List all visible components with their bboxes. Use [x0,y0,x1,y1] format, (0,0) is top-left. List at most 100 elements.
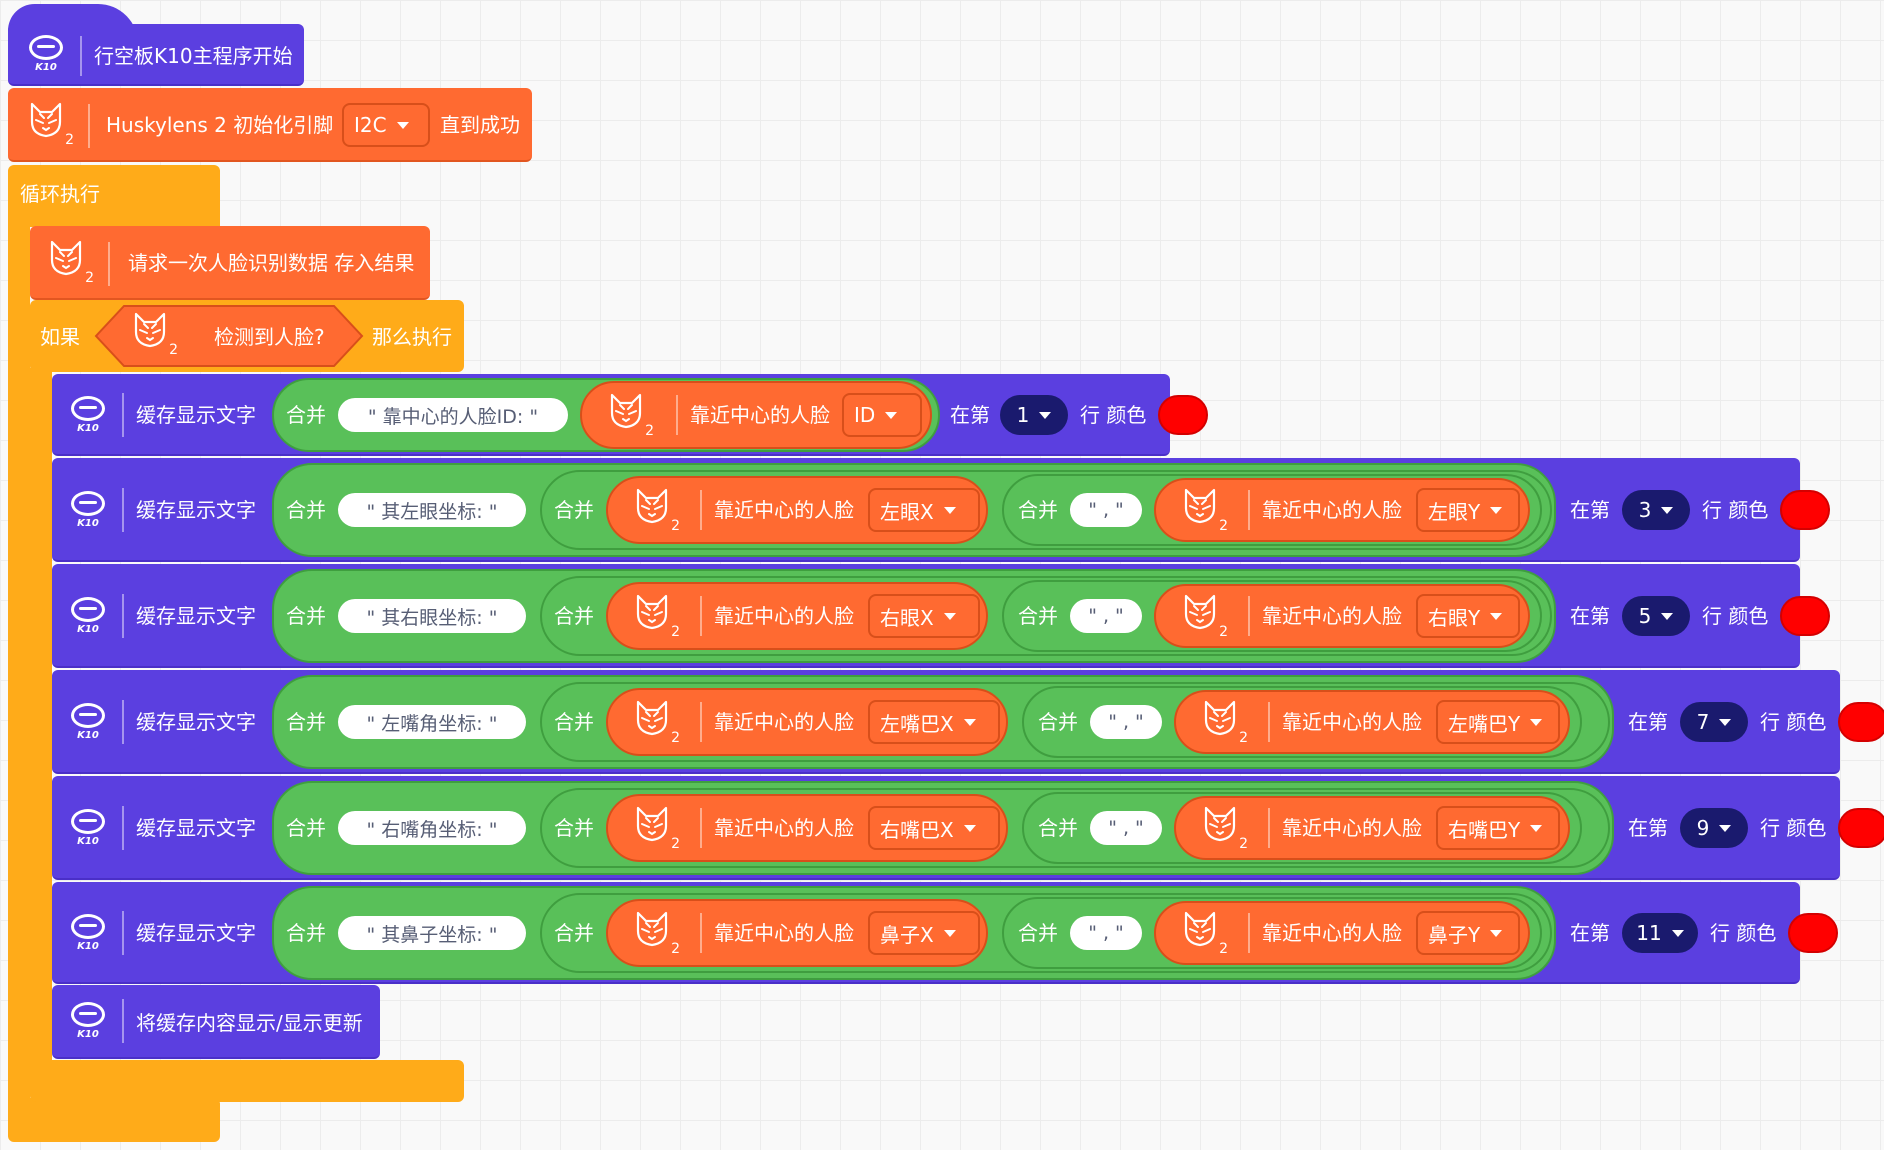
text-input[interactable]: " 靠中心的人脸ID: " [338,398,568,432]
then-label: 那么执行 [372,325,452,349]
comma-input[interactable]: " , " [1070,916,1142,950]
field-dropdown[interactable]: 左眼X [868,488,980,532]
nearest-face-label: 靠近中心的人脸 [714,498,854,522]
row-number-dropdown[interactable]: 11 [1622,913,1698,953]
separator [80,36,82,76]
loop-block[interactable] [8,165,220,227]
husky-cat-icon: 2 [606,391,654,439]
if-arm [30,368,52,1068]
field-dropdown[interactable]: 右嘴巴Y [1436,806,1560,850]
row-number-dropdown[interactable]: 5 [1622,596,1690,636]
display-text-label: 缓存显示文字 [136,816,256,840]
at-row-label: 在第 [1570,921,1610,945]
at-row-label: 在第 [950,403,990,427]
text-input[interactable]: " 左嘴角坐标: " [338,705,526,739]
husky-cat-icon: 2 [632,804,680,852]
k10-icon: K10 [66,806,110,850]
field-dropdown[interactable]: 左嘴巴Y [1436,700,1560,744]
k10-icon: K10 [66,594,110,638]
husky-init-block[interactable] [8,88,532,162]
merge-label: 合并 [286,816,326,840]
merge-label: 合并 [554,498,594,522]
text-input[interactable]: " 右嘴角坐标: " [338,811,526,845]
separator [1248,913,1250,953]
separator [122,488,124,532]
k10-icon: K10 [66,911,110,955]
comma-input[interactable]: " , " [1070,493,1142,527]
row-number-dropdown[interactable]: 7 [1680,702,1748,742]
comma-input[interactable]: " , " [1070,599,1142,633]
field-dropdown[interactable]: 右眼X [868,594,980,638]
nearest-face-reporter[interactable] [606,582,988,650]
separator [1268,702,1270,742]
separator [122,594,124,638]
row-color-label: 行 颜色 [1760,710,1827,734]
husky-init-label: Huskylens 2 初始化引脚 [106,113,334,137]
color-swatch[interactable] [1780,490,1830,530]
row-color-label: 行 颜色 [1080,403,1147,427]
husky-cat-icon: 2 [1180,592,1228,640]
merge-label: 合并 [554,816,594,840]
husky-cat-icon: 2 [632,592,680,640]
nearest-face-label: 靠近中心的人脸 [1262,921,1402,945]
separator [108,242,110,286]
condition-hexagon[interactable] [94,304,364,368]
field-dropdown[interactable]: 鼻子Y [1416,911,1520,955]
loop-arm [8,220,30,1120]
loop-bottom [8,1098,220,1142]
husky-cat-icon: 2 [632,486,680,534]
at-row-label: 在第 [1628,816,1668,840]
comma-input[interactable]: " , " [1090,705,1162,739]
update-label: 将缓存内容显示/显示更新 [136,1011,363,1035]
at-row-label: 在第 [1570,498,1610,522]
field-dropdown[interactable]: 左嘴巴X [868,700,1000,744]
merge-label: 合并 [1038,710,1078,734]
merge-label: 合并 [1018,498,1058,522]
port-dropdown[interactable]: I2C [342,103,430,147]
nearest-face-label: 靠近中心的人脸 [1282,710,1422,734]
color-swatch[interactable] [1780,596,1830,636]
nearest-face-label: 靠近中心的人脸 [1282,816,1422,840]
separator [700,490,702,530]
text-input[interactable]: " 其左眼坐标: " [338,493,526,527]
color-swatch[interactable] [1158,395,1208,435]
husky-cat-icon: 2 [1200,698,1248,746]
field-dropdown[interactable]: 右嘴巴X [868,806,1000,850]
update-block[interactable] [52,985,380,1059]
separator [122,911,124,955]
row-color-label: 行 颜色 [1702,604,1769,628]
field-dropdown[interactable]: 左眼Y [1416,488,1520,532]
k10-icon: K10 [66,700,110,744]
row-number-dropdown[interactable]: 1 [1000,395,1068,435]
if-label: 如果 [40,325,80,349]
row-number-dropdown[interactable]: 3 [1622,490,1690,530]
nearest-face-label: 靠近中心的人脸 [714,816,854,840]
text-input[interactable]: " 其鼻子坐标: " [338,916,526,950]
husky-cat-icon: 2 [632,909,680,957]
color-swatch[interactable] [1838,808,1884,848]
request-block[interactable] [30,226,430,300]
merge-label: 合并 [1018,921,1058,945]
merge-label: 合并 [286,710,326,734]
k10-icon: K10 [66,393,110,437]
field-dropdown[interactable]: 鼻子X [868,911,980,955]
color-swatch[interactable] [1838,702,1884,742]
separator [1248,596,1250,636]
loop-label: 循环执行 [20,182,100,206]
husky-cat-icon: 2 [1180,909,1228,957]
field-dropdown[interactable]: ID [842,393,922,437]
k10-icon: K10 [66,999,110,1043]
comma-input[interactable]: " , " [1090,811,1162,845]
text-input[interactable]: " 其右眼坐标: " [338,599,526,633]
husky-cat-icon: 2 [1180,486,1228,534]
merge-label: 合并 [286,921,326,945]
separator [88,104,90,148]
separator [1248,490,1250,530]
merge-label: 合并 [554,604,594,628]
husky-cat-icon: 2 [46,238,94,286]
field-dropdown[interactable]: 右眼Y [1416,594,1520,638]
husky-cat-icon: 2 [632,698,680,746]
row-number-dropdown[interactable]: 9 [1680,808,1748,848]
separator [676,395,678,435]
color-swatch[interactable] [1788,913,1838,953]
